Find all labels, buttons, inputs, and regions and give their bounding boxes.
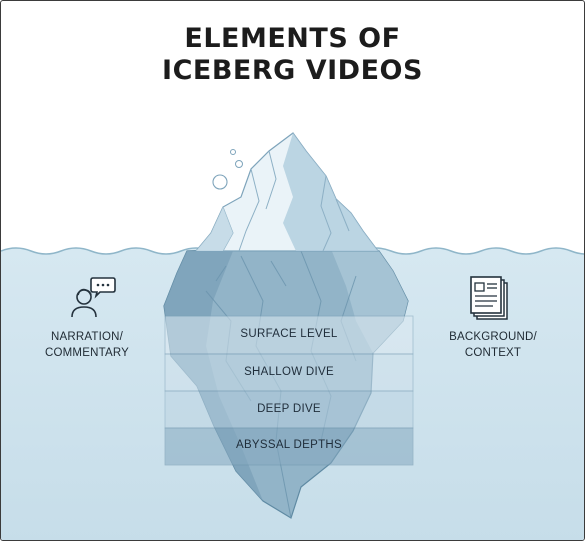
layer-band-surface xyxy=(164,315,414,355)
layer-label-shallow-dive: SHALLOW DIVE xyxy=(244,366,334,378)
title-line-2: ICEBERG VIDEOS xyxy=(162,55,423,86)
bubble-small xyxy=(230,149,236,155)
title-line-1: ELEMENTS OF xyxy=(184,23,401,54)
layer-label-abyssal-depths: ABYSSAL DEPTHS xyxy=(235,439,343,451)
narration-label-line-1: NARRATION/ xyxy=(50,331,124,343)
background-label-line-2: CONTEXT xyxy=(464,347,522,359)
background-label-line-1: BACKGROUND/ xyxy=(449,331,537,343)
person-speech-bubble-icon xyxy=(71,277,116,318)
narration-commentary-label: NARRATION/ COMMENTARY xyxy=(31,329,143,361)
background-context-label: BACKGROUND/ CONTEXT xyxy=(433,329,553,361)
page-title: ELEMENTS OF ICEBERG VIDEOS xyxy=(1,23,584,87)
layer-band-deep xyxy=(164,390,414,429)
documents-stack-icon xyxy=(470,276,508,320)
layer-label-surface-level: SURFACE LEVEL xyxy=(240,328,338,340)
layer-band-shallow xyxy=(164,353,414,392)
bubble-medium xyxy=(235,160,243,168)
layer-band-abyssal xyxy=(164,427,414,466)
iceberg-above-shadow xyxy=(283,133,378,251)
layer-label-deep-dive: DEEP DIVE xyxy=(257,403,321,415)
narration-label-line-2: COMMENTARY xyxy=(45,347,129,359)
bubble-large xyxy=(212,174,228,190)
iceberg-above-shade-left xyxy=(196,207,233,251)
